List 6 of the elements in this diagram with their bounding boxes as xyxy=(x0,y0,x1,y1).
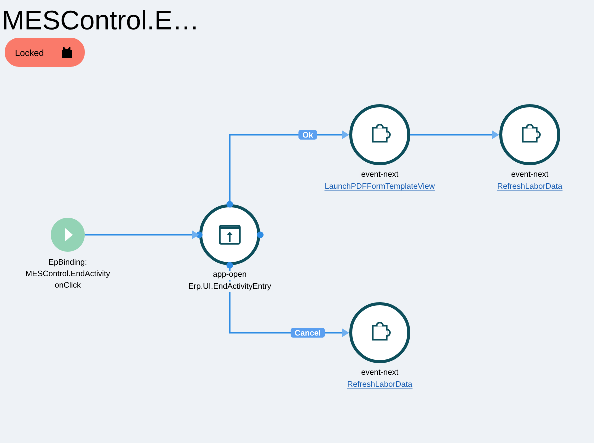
event-node xyxy=(350,104,410,166)
title: MESControl.E… xyxy=(4,10,196,30)
event-node xyxy=(350,302,410,364)
event-node xyxy=(500,104,560,166)
app-open-node xyxy=(196,201,264,269)
start-node xyxy=(51,218,85,252)
